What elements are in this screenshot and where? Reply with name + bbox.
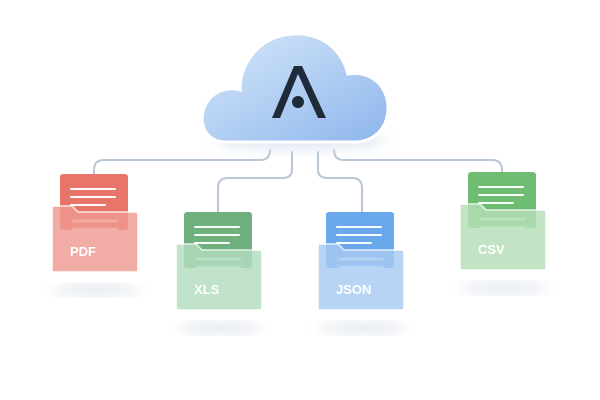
pocket-line — [480, 226, 526, 228]
pocket-line — [196, 266, 242, 268]
document-line — [70, 196, 116, 198]
file-label-xls: XLS — [194, 282, 220, 297]
file-label-json: JSON — [336, 282, 371, 297]
file-shadow — [176, 323, 264, 333]
file-shadow — [318, 323, 406, 333]
cloud-icon — [200, 32, 390, 150]
logo-mark — [272, 66, 326, 118]
document-line — [336, 242, 372, 244]
file-shadow — [52, 285, 140, 295]
document-line — [70, 188, 116, 190]
file-label-pdf: PDF — [70, 244, 96, 259]
document-line — [194, 226, 240, 228]
document-line — [194, 242, 230, 244]
file-xls: XLS — [175, 212, 264, 333]
pocket-line — [338, 266, 384, 268]
folder-icon — [175, 243, 263, 311]
folder-icon — [317, 243, 405, 311]
file-pdf: PDF — [51, 174, 140, 295]
file-shadow — [460, 283, 548, 293]
file-icons: PDF XLS JSON CSV — [51, 172, 548, 333]
document-line — [70, 204, 106, 206]
connector-csv — [333, 149, 503, 177]
folder-icon — [459, 203, 547, 271]
folder-icon — [51, 205, 139, 273]
document-line — [336, 234, 382, 236]
connector-json — [317, 151, 363, 214]
pocket-line — [196, 258, 242, 260]
file-json: JSON — [317, 212, 406, 333]
document-line — [478, 194, 524, 196]
pocket-line — [480, 218, 526, 220]
document-line — [194, 234, 240, 236]
document-line — [478, 186, 524, 188]
pocket-line — [72, 220, 118, 222]
pocket-line — [72, 228, 118, 230]
document-line — [478, 202, 514, 204]
pocket-line — [338, 258, 384, 260]
file-csv: CSV — [459, 172, 548, 293]
document-line — [336, 226, 382, 228]
connector-lines — [93, 149, 503, 214]
connector-pdf — [93, 149, 271, 179]
file-label-csv: CSV — [478, 242, 505, 257]
connector-xls — [217, 151, 293, 214]
